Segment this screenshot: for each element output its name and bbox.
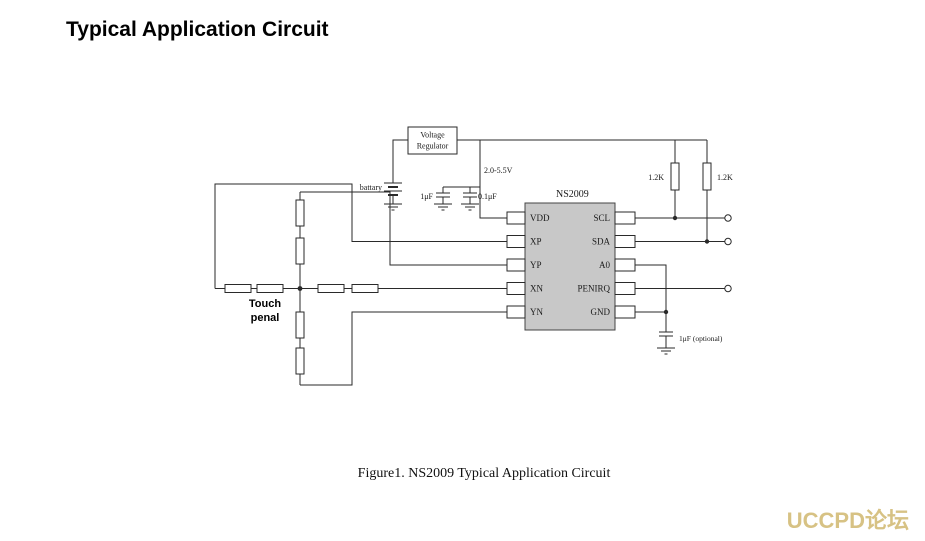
pin-label-yp: YP bbox=[530, 260, 542, 270]
supply-voltage-label: 2.0-5.5V bbox=[484, 166, 513, 175]
watermark: UCCPD论坛 bbox=[786, 508, 909, 533]
pin-box-sda bbox=[614, 235, 636, 248]
pin-label-penirq: PENIRQ bbox=[577, 284, 610, 294]
touch-contact-dot bbox=[297, 286, 303, 291]
touch-resistor-h2 bbox=[256, 284, 284, 293]
touch-panel-section: Touch penal bbox=[214, 183, 507, 386]
battery-ground-icon bbox=[384, 203, 402, 211]
optional-capacitor-label: 1μF (optional) bbox=[679, 334, 723, 343]
regulator-input-wire bbox=[392, 139, 408, 183]
page-title: Typical Application Circuit bbox=[66, 18, 329, 41]
touch-resistor-v4 bbox=[295, 347, 305, 375]
pin-label-vdd: VDD bbox=[530, 213, 550, 223]
capacitor-1uf-ground-icon bbox=[434, 203, 452, 211]
touch-resistor-v1 bbox=[295, 199, 305, 227]
pin-label-xp: XP bbox=[530, 237, 542, 247]
scl-terminal bbox=[724, 214, 732, 222]
pin-box-xp bbox=[506, 235, 526, 248]
chip-section: NS2009 VDD XP YP XN YN SCL SDA A0 PENIRQ bbox=[506, 189, 636, 331]
capacitor-01uf-icon bbox=[463, 187, 477, 204]
sda-terminal bbox=[724, 237, 732, 246]
right-ground-icon bbox=[657, 347, 675, 355]
xp-wire bbox=[214, 183, 507, 289]
a0-wire bbox=[635, 264, 667, 332]
junction-dot-gnd bbox=[663, 309, 669, 315]
pullup-resistor-right bbox=[702, 162, 712, 191]
touch-panel-label-line1: Touch bbox=[249, 298, 281, 310]
pin-box-xn bbox=[506, 282, 526, 295]
battery-icon bbox=[384, 182, 402, 204]
yn-wire bbox=[300, 311, 507, 386]
voltage-regulator-label-line2: Regulator bbox=[417, 142, 449, 151]
capacitor-1uf-icon bbox=[436, 187, 450, 204]
capacitor-01uf-ground-icon bbox=[461, 203, 479, 211]
pin-label-gnd: GND bbox=[591, 307, 611, 317]
pin-label-xn: XN bbox=[530, 284, 543, 294]
pullup-section: 1.2K 1.2K bbox=[648, 140, 733, 244]
figure-caption: Figure1. NS2009 Typical Application Circ… bbox=[357, 466, 611, 481]
touch-resistor-v3 bbox=[295, 311, 305, 339]
chip-body bbox=[524, 202, 616, 331]
pin-box-yp bbox=[506, 258, 526, 272]
battery-label: battary bbox=[360, 183, 382, 192]
capacitor-1uf-label: 1μF bbox=[420, 192, 433, 201]
capacitor-01uf-label: 0.1μF bbox=[478, 192, 497, 201]
touch-resistor-h3 bbox=[317, 284, 345, 293]
pullup-left-label: 1.2K bbox=[648, 173, 664, 182]
pullup-right-label: 1.2K bbox=[717, 173, 733, 182]
chip-name-label: NS2009 bbox=[556, 189, 589, 200]
touch-panel-label-line2: penal bbox=[251, 312, 280, 324]
pin-label-a0: A0 bbox=[599, 260, 610, 270]
pin-box-scl bbox=[614, 211, 636, 225]
vdd-supply-wire bbox=[479, 140, 507, 219]
pin-box-a0 bbox=[614, 258, 636, 272]
touch-resistor-h1 bbox=[224, 284, 252, 293]
yp-wire bbox=[300, 191, 507, 266]
optional-capacitor-icon bbox=[659, 331, 673, 348]
pin-label-scl: SCL bbox=[593, 213, 610, 223]
penirq-terminal bbox=[724, 284, 732, 293]
voltage-regulator-label-line1: Voltage bbox=[420, 131, 445, 140]
touch-resistor-v2 bbox=[295, 237, 305, 265]
pin-box-penirq bbox=[614, 282, 636, 295]
right-wires-section: 1μF (optional) bbox=[635, 214, 732, 355]
voltage-regulator-box bbox=[407, 126, 458, 155]
pullup-resistor-left bbox=[670, 162, 680, 191]
pin-label-yn: YN bbox=[530, 307, 543, 317]
pin-box-gnd bbox=[614, 305, 636, 319]
pin-box-yn bbox=[506, 305, 526, 319]
pin-box-vdd bbox=[506, 211, 526, 225]
touch-resistor-h4 bbox=[351, 284, 379, 293]
pin-label-sda: SDA bbox=[592, 237, 611, 247]
